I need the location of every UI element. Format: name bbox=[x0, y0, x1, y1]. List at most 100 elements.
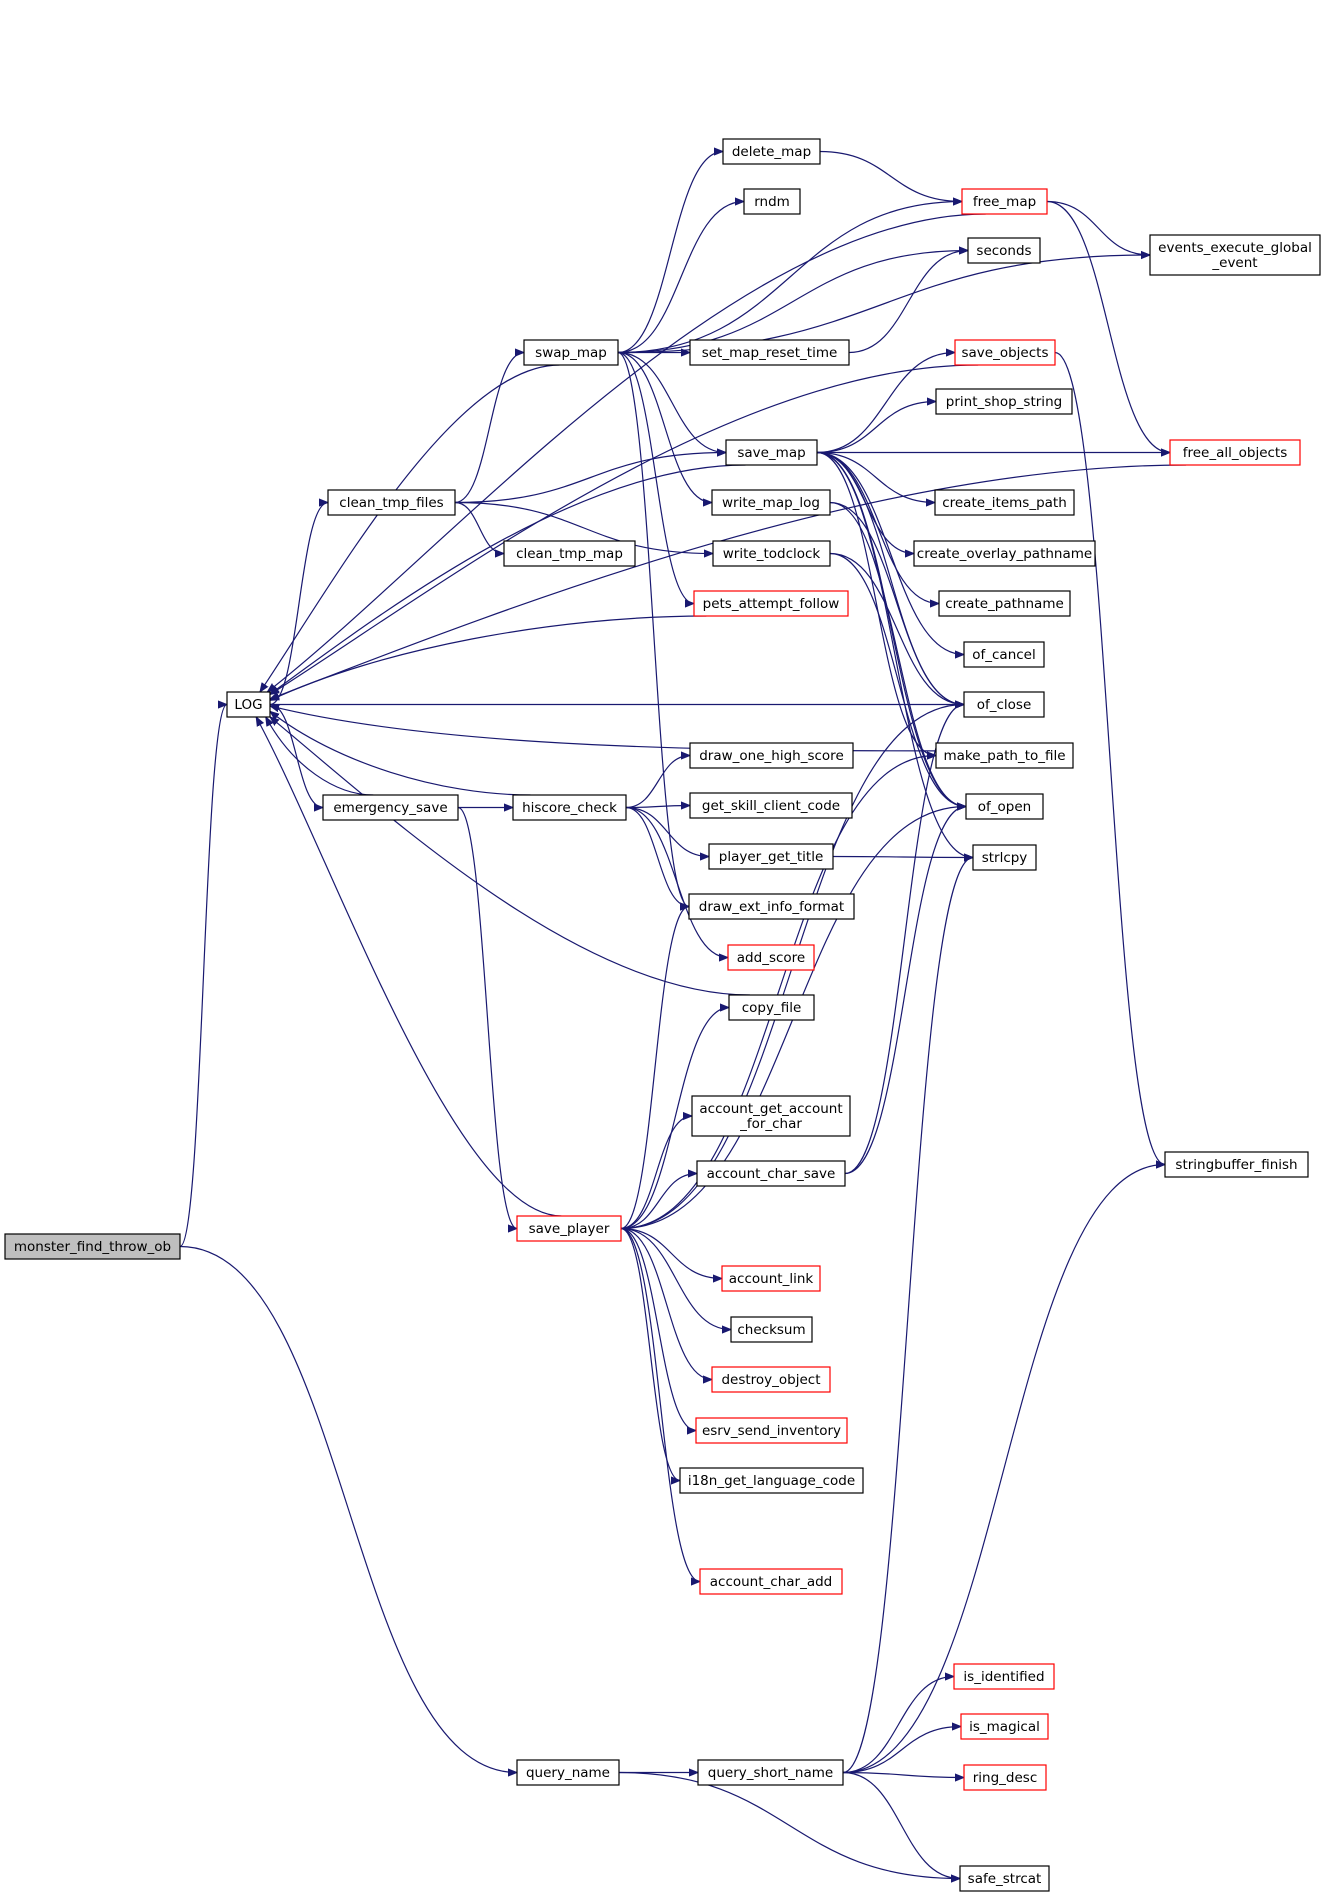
node-box[interactable] bbox=[935, 742, 1074, 769]
node-create-overlay-pathname[interactable]: create_overlay_pathname bbox=[913, 540, 1096, 567]
node-copy-file[interactable]: copy_file bbox=[728, 994, 815, 1021]
node-LOG[interactable]: LOG bbox=[226, 691, 271, 718]
node-box[interactable] bbox=[693, 590, 849, 617]
node-box[interactable] bbox=[953, 1663, 1055, 1690]
node-create-pathname[interactable]: create_pathname bbox=[938, 590, 1071, 617]
node-is-identified[interactable]: is_identified bbox=[953, 1663, 1055, 1690]
node-box[interactable] bbox=[963, 641, 1045, 668]
node-pets-attempt-follow[interactable]: pets_attempt_follow bbox=[693, 590, 849, 617]
node-box[interactable] bbox=[961, 188, 1048, 215]
node-create-items-path[interactable]: create_items_path bbox=[934, 489, 1075, 516]
node-free-map[interactable]: free_map bbox=[961, 188, 1048, 215]
node-of-cancel[interactable]: of_cancel bbox=[963, 641, 1045, 668]
node-box[interactable] bbox=[960, 1713, 1049, 1740]
node-box[interactable] bbox=[512, 794, 627, 821]
node-save-map[interactable]: save_map bbox=[725, 439, 818, 466]
node-seconds[interactable]: seconds bbox=[967, 237, 1041, 264]
node-box[interactable] bbox=[954, 339, 1056, 366]
node-box[interactable] bbox=[691, 1095, 851, 1137]
node-box[interactable] bbox=[938, 590, 1071, 617]
node-box[interactable] bbox=[503, 540, 636, 567]
node-box[interactable] bbox=[727, 944, 815, 971]
node-swap-map[interactable]: swap_map bbox=[523, 339, 619, 366]
node-box[interactable] bbox=[963, 1764, 1047, 1791]
node-box[interactable] bbox=[689, 742, 854, 769]
node-free-all-objects[interactable]: free_all_objects bbox=[1169, 439, 1301, 466]
node-box[interactable] bbox=[688, 893, 855, 920]
node-delete-map[interactable]: delete_map bbox=[722, 138, 821, 165]
node-account-get-account-for-char[interactable]: account_get_account_for_char bbox=[691, 1095, 851, 1137]
node-box[interactable] bbox=[712, 540, 831, 567]
node-destroy-object[interactable]: destroy_object bbox=[711, 1366, 831, 1393]
node-save-objects[interactable]: save_objects bbox=[954, 339, 1056, 366]
node-set-map-reset-time[interactable]: set_map_reset_time bbox=[689, 339, 850, 366]
node-is-magical[interactable]: is_magical bbox=[960, 1713, 1049, 1740]
node-box[interactable] bbox=[523, 339, 619, 366]
node-add-score[interactable]: add_score bbox=[727, 944, 815, 971]
node-box[interactable] bbox=[934, 489, 1075, 516]
node-box[interactable] bbox=[728, 994, 815, 1021]
node-box[interactable] bbox=[327, 489, 456, 516]
node-box[interactable] bbox=[967, 237, 1041, 264]
node-make-path-to-file[interactable]: make_path_to_file bbox=[935, 742, 1074, 769]
node-monster-find-throw-ob[interactable]: monster_find_throw_ob bbox=[4, 1233, 181, 1260]
node-box[interactable] bbox=[913, 540, 1096, 567]
node-clean-tmp-files[interactable]: clean_tmp_files bbox=[327, 489, 456, 516]
node-box[interactable] bbox=[689, 339, 850, 366]
node-ring-desc[interactable]: ring_desc bbox=[963, 1764, 1047, 1791]
node-rndm[interactable]: rndm bbox=[743, 188, 801, 215]
node-get-skill-client-code[interactable]: get_skill_client_code bbox=[689, 792, 853, 819]
node-box[interactable] bbox=[1169, 439, 1301, 466]
node-box[interactable] bbox=[972, 844, 1037, 871]
node-box[interactable] bbox=[963, 691, 1045, 718]
node-checksum[interactable]: checksum bbox=[730, 1316, 813, 1343]
node-box[interactable] bbox=[516, 1215, 622, 1242]
node-box[interactable] bbox=[4, 1233, 181, 1260]
node-box[interactable] bbox=[725, 439, 818, 466]
node-box[interactable] bbox=[516, 1759, 620, 1786]
node-box[interactable] bbox=[730, 1316, 813, 1343]
node-write-todclock[interactable]: write_todclock bbox=[712, 540, 831, 567]
node-safe-strcat[interactable]: safe_strcat bbox=[959, 1865, 1050, 1892]
node-of-open[interactable]: of_open bbox=[965, 793, 1044, 820]
node-box[interactable] bbox=[226, 691, 271, 718]
node-box[interactable] bbox=[322, 794, 459, 821]
node-draw-one-high-score[interactable]: draw_one_high_score bbox=[689, 742, 854, 769]
node-box[interactable] bbox=[711, 489, 831, 516]
node-account-char-save[interactable]: account_char_save bbox=[696, 1160, 846, 1187]
node-box[interactable] bbox=[743, 188, 801, 215]
node-account-char-add[interactable]: account_char_add bbox=[699, 1568, 843, 1595]
node-emergency-save[interactable]: emergency_save bbox=[322, 794, 459, 821]
node-box[interactable] bbox=[695, 1417, 848, 1444]
node-print-shop-string[interactable]: print_shop_string bbox=[935, 388, 1073, 415]
node-box[interactable] bbox=[722, 138, 821, 165]
node-box[interactable] bbox=[711, 1366, 831, 1393]
node-box[interactable] bbox=[697, 1759, 844, 1786]
node-box[interactable] bbox=[1164, 1151, 1309, 1178]
node-box[interactable] bbox=[959, 1865, 1050, 1892]
node-account-link[interactable]: account_link bbox=[721, 1265, 821, 1292]
node-save-player[interactable]: save_player bbox=[516, 1215, 622, 1242]
node-box[interactable] bbox=[679, 1467, 864, 1494]
node-stringbuffer-finish[interactable]: stringbuffer_finish bbox=[1164, 1151, 1309, 1178]
node-box[interactable] bbox=[696, 1160, 846, 1187]
node-write-map-log[interactable]: write_map_log bbox=[711, 489, 831, 516]
node-player-get-title[interactable]: player_get_title bbox=[708, 843, 834, 870]
node-query-name[interactable]: query_name bbox=[516, 1759, 620, 1786]
node-box[interactable] bbox=[935, 388, 1073, 415]
node-of-close[interactable]: of_close bbox=[963, 691, 1045, 718]
node-box[interactable] bbox=[1149, 234, 1321, 276]
node-strlcpy[interactable]: strlcpy bbox=[972, 844, 1037, 871]
node-query-short-name[interactable]: query_short_name bbox=[697, 1759, 844, 1786]
node-hiscore-check[interactable]: hiscore_check bbox=[512, 794, 627, 821]
node-box[interactable] bbox=[689, 792, 853, 819]
node-esrv-send-inventory[interactable]: esrv_send_inventory bbox=[695, 1417, 848, 1444]
node-box[interactable] bbox=[721, 1265, 821, 1292]
node-i18n-get-language-code[interactable]: i18n_get_language_code bbox=[679, 1467, 864, 1494]
node-box[interactable] bbox=[699, 1568, 843, 1595]
node-box[interactable] bbox=[708, 843, 834, 870]
node-clean-tmp-map[interactable]: clean_tmp_map bbox=[503, 540, 636, 567]
node-draw-ext-info-format[interactable]: draw_ext_info_format bbox=[688, 893, 855, 920]
node-events-execute-global-event[interactable]: events_execute_global_event bbox=[1149, 234, 1321, 276]
node-box[interactable] bbox=[965, 793, 1044, 820]
